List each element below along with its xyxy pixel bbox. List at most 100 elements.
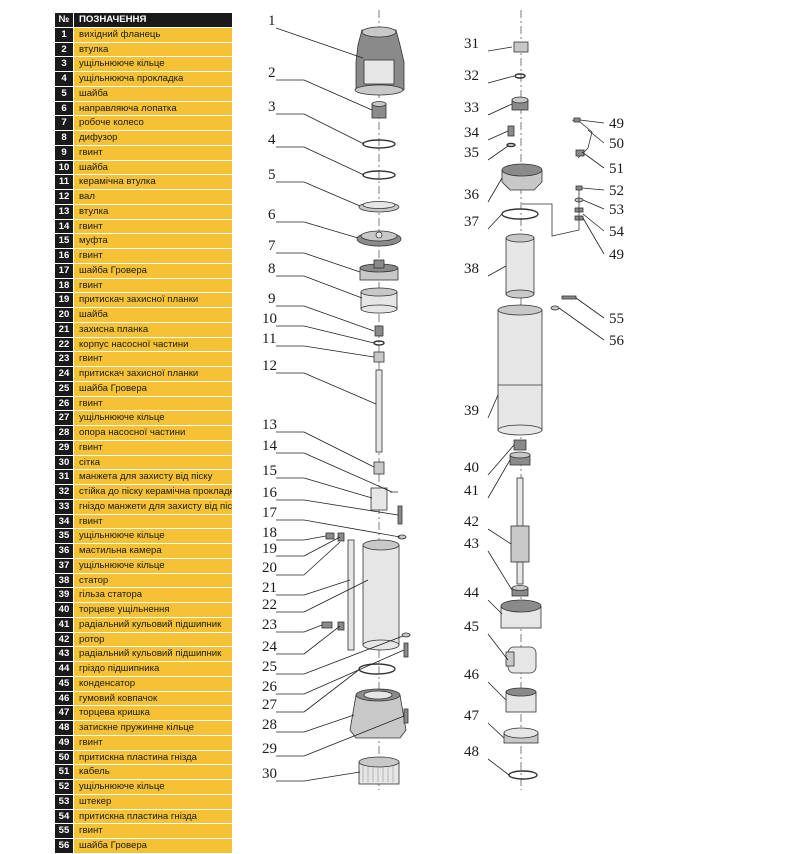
callout-43: 43 (464, 536, 479, 552)
callout-13: 13 (262, 417, 277, 433)
legend-row-number: 21 (55, 322, 74, 338)
callout-49-top: 49 (609, 116, 624, 132)
parts-legend-header: № ПОЗНАЧЕННЯ (55, 13, 232, 28)
legend-row-number: 33 (55, 499, 74, 515)
legend-row-number: 27 (55, 410, 74, 426)
legend-row-designation: шайба Гровера (73, 263, 232, 279)
end-cover-part (503, 727, 539, 744)
legend-row-number: 36 (55, 543, 74, 559)
legend-row-number: 8 (55, 130, 74, 146)
callout-7: 7 (268, 238, 276, 254)
legend-row-designation: робоче колесо (73, 115, 232, 131)
legend-row-number: 44 (55, 661, 74, 677)
rotor-part (510, 477, 530, 585)
legend-row-designation: кабель (73, 764, 232, 780)
legend-row-designation: гвинт (73, 248, 232, 264)
legend-row-number: 20 (55, 307, 74, 323)
callout-42: 42 (464, 514, 479, 530)
callout-6: 6 (268, 207, 276, 223)
legend-row-designation: втулка (73, 42, 232, 58)
legend-row-designation: гвинт (73, 145, 232, 161)
callout-11: 11 (262, 331, 276, 347)
legend-row-number: 22 (55, 337, 74, 353)
callout-50: 50 (609, 136, 624, 152)
callout-20: 20 (262, 560, 277, 576)
legend-row-number: 5 (55, 86, 74, 102)
legend-row-number: 9 (55, 145, 74, 161)
screw-part (374, 325, 384, 337)
callout-24: 24 (262, 639, 278, 655)
guard-bar-part (347, 539, 355, 651)
callout-18: 18 (262, 525, 277, 541)
legend-row-number: 17 (55, 263, 74, 279)
legend-row-number: 23 (55, 351, 74, 367)
legend-row-number: 50 (55, 750, 74, 766)
callout-26: 26 (262, 679, 278, 695)
legend-row-designation: гвинт (73, 351, 232, 367)
legend-row-number: 2 (55, 42, 74, 58)
rubber-cap-part (505, 687, 537, 713)
ceramic-bushing-part (373, 351, 385, 363)
callout-10: 10 (262, 311, 277, 327)
legend-row-designation: захисна планка (73, 322, 232, 338)
legend-row-designation: ущільнююче кільце (73, 410, 232, 426)
legend-row-designation: гвинт (73, 514, 232, 530)
legend-row-number: 4 (55, 71, 74, 87)
legend-row-number: 18 (55, 278, 74, 294)
legend-row-number: 56 (55, 838, 74, 854)
callout-46: 46 (464, 667, 480, 683)
legend-row-designation: ущільнююче кільце (73, 528, 232, 544)
callout-51: 51 (609, 161, 624, 177)
callout-40: 40 (464, 460, 479, 476)
callout-14: 14 (262, 438, 278, 454)
legend-row-designation: шайба (73, 86, 232, 102)
callout-47: 47 (464, 708, 480, 724)
shaft-part (375, 369, 383, 453)
legend-row-designation: ущільнююча прокладка (73, 71, 232, 87)
lower-screw-washer-part (401, 632, 411, 658)
legend-row-number: 38 (55, 573, 74, 589)
callout-41: 41 (464, 483, 479, 499)
legend-row-designation: дифузор (73, 130, 232, 146)
legend-row-number: 28 (55, 425, 74, 441)
legend-row-designation: притискач захисної планки (73, 292, 232, 308)
legend-row-number: 42 (55, 632, 74, 648)
legend-row-designation: конденсатор (73, 676, 232, 692)
callout-31: 31 (464, 36, 479, 52)
guide-vane-part (356, 230, 402, 247)
legend-row-number: 10 (55, 160, 74, 176)
legend-row-number: 43 (55, 646, 74, 662)
legend-row-designation: стійка до піску керамічна прокладка (73, 484, 232, 500)
sealing-gasket-part (362, 170, 396, 180)
sleeve-screw-washer-part (550, 295, 577, 311)
capacitor-part (505, 646, 537, 674)
legend-row-number: 25 (55, 381, 74, 397)
callout-34: 34 (464, 125, 480, 141)
callout-12: 12 (262, 358, 277, 374)
callout-48: 48 (464, 744, 479, 760)
screw-lock-washer-part (397, 505, 407, 540)
